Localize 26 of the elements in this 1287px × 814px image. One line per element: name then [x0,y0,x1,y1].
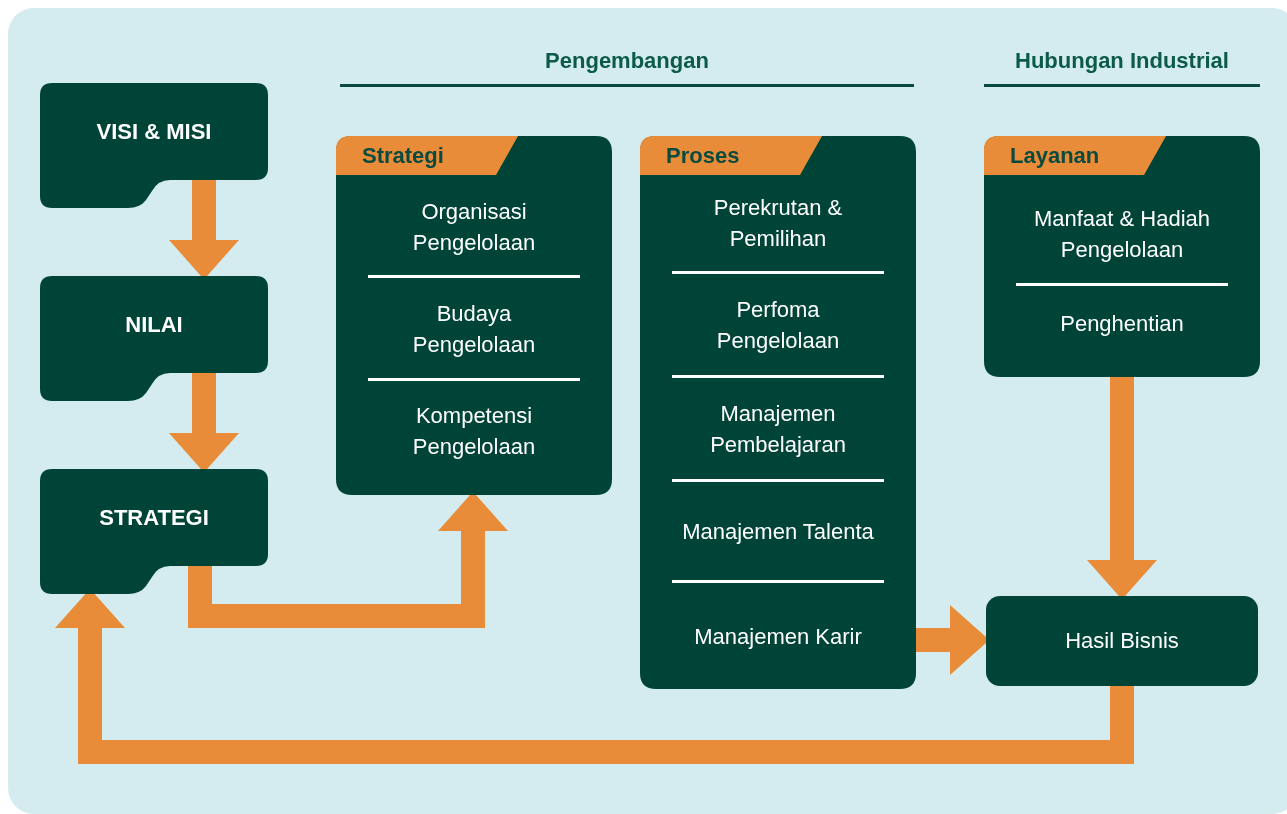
list-item: Budaya Pengelolaan [411,299,537,359]
list-item: Manajemen Pembelajaran [709,400,847,459]
folder-tab-title: Strategi [362,143,444,169]
step-label: NILAI [124,310,184,339]
list-item: Manajemen Karir [693,622,863,651]
folder-tab-title: Layanan [1010,143,1100,169]
list-item: Manajemen Talenta [681,518,875,546]
step-label: STRATEGI [98,503,210,532]
step-box [40,276,268,401]
section-heading: Pengembangan [544,48,710,74]
step-label: VISI & MISI [95,117,213,146]
list-item: Kompetensi Pengelolaan [411,401,537,461]
list-item: Organisasi Pengelolaan [411,197,537,257]
folder-card [984,136,1260,377]
section-heading: Hubungan Industrial [1014,48,1230,74]
list-item: Perfoma Pengelolaan [715,296,841,355]
folder-card [640,136,916,689]
step-box [40,83,268,208]
result-label: Hasil Bisnis [1064,627,1180,655]
list-item: Perekrutan & Pemilihan [712,194,844,253]
folder-card [336,136,612,495]
folder-tab-title: Proses [666,143,740,169]
step-box [40,469,268,594]
result-box [986,596,1258,686]
list-item: Penghentian [1059,309,1185,338]
list-item: Manfaat & Hadiah Pengelolaan [1032,205,1212,264]
